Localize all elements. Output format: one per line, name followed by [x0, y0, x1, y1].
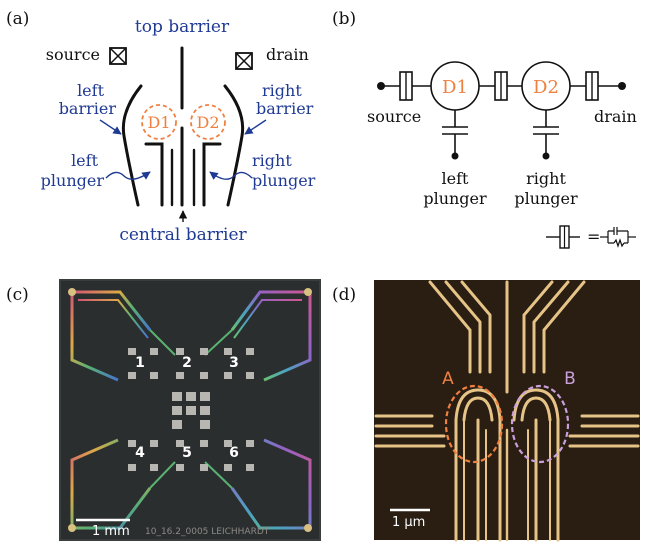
b-right-plunger-1: right — [526, 169, 566, 188]
device-label-2: 2 — [182, 355, 192, 371]
left-plunger-label-1: left — [71, 151, 99, 170]
device-label-3: 3 — [229, 355, 239, 371]
b-d1-label: D1 — [442, 77, 468, 98]
panel-a: (a) top barrier source drain — [6, 9, 316, 245]
chip-corner-marks — [68, 288, 312, 532]
dot-a-label: A — [442, 369, 454, 389]
tunnel-junction-2-icon — [494, 71, 508, 101]
tunnel-junction-3-icon — [585, 71, 599, 101]
dot-a-outline — [444, 384, 504, 464]
dot-d1-outline — [141, 104, 177, 140]
panel-d: (d) — [332, 280, 640, 542]
right-plunger-arrow — [209, 171, 253, 180]
left-barrier-label-2: barrier — [59, 99, 117, 118]
gate-layout — [121, 46, 245, 207]
source-label: source — [46, 45, 100, 64]
b-d2-label: D2 — [533, 77, 559, 98]
source-terminal — [377, 82, 385, 90]
top-barrier-label: top barrier — [135, 17, 230, 37]
central-barrier-label: central barrier — [119, 225, 247, 245]
right-plunger-label-2: plunger — [252, 171, 316, 190]
d2-label: D2 — [196, 113, 219, 132]
device-label-5: 5 — [182, 445, 192, 461]
source-contact-icon — [109, 47, 127, 65]
drain-contact-icon — [235, 52, 253, 70]
device-label-6: 6 — [229, 445, 239, 461]
left-plunger-terminal — [451, 152, 459, 160]
chip-text: 10_16.2_0005 LEICHHARDT — [145, 527, 270, 537]
chip-scale-label: 1 mm — [92, 524, 130, 539]
device-label-1: 1 — [135, 355, 145, 371]
left-barrier-label-1: left — [77, 81, 105, 100]
junction-legend: = — [546, 225, 636, 249]
drain-label: drain — [266, 45, 309, 64]
b-drain-label: drain — [594, 107, 637, 126]
right-plunger-label-1: right — [252, 151, 292, 170]
chip-traces — [70, 290, 312, 530]
tunnel-junction-1-icon — [399, 71, 413, 101]
right-plunger-capacitor-icon — [533, 110, 559, 153]
right-barrier-arrow — [244, 119, 267, 135]
legend-equals: = — [587, 227, 600, 246]
panel-c-tag: (c) — [6, 285, 29, 305]
sem-scale-label: 1 μm — [392, 515, 425, 530]
panel-b: (b) D1 D2 — [332, 9, 637, 249]
dot-d2-outline — [190, 104, 226, 140]
panel-c: (c) — [6, 279, 321, 541]
left-plunger-capacitor-icon — [442, 110, 468, 153]
chip-pads — [128, 348, 254, 471]
left-plunger-arrow — [105, 171, 151, 180]
dot-b-outline — [510, 384, 570, 464]
b-left-plunger-1: left — [442, 169, 470, 188]
b-source-label: source — [367, 107, 421, 126]
drain-terminal — [618, 82, 626, 90]
d1-label: D1 — [147, 113, 170, 132]
panel-b-tag: (b) — [332, 9, 356, 29]
left-barrier-arrow — [99, 119, 122, 135]
dot-b-label: B — [564, 369, 576, 389]
b-left-plunger-2: plunger — [423, 189, 487, 208]
right-barrier-label-2: barrier — [256, 99, 314, 118]
panel-d-tag: (d) — [332, 285, 356, 305]
right-plunger-terminal — [542, 152, 550, 160]
b-right-plunger-2: plunger — [514, 189, 578, 208]
panel-a-tag: (a) — [6, 9, 29, 29]
left-plunger-label-2: plunger — [41, 171, 105, 190]
device-label-4: 4 — [135, 445, 145, 461]
rc-parallel-icon — [600, 227, 636, 248]
right-barrier-label-1: right — [262, 81, 302, 100]
